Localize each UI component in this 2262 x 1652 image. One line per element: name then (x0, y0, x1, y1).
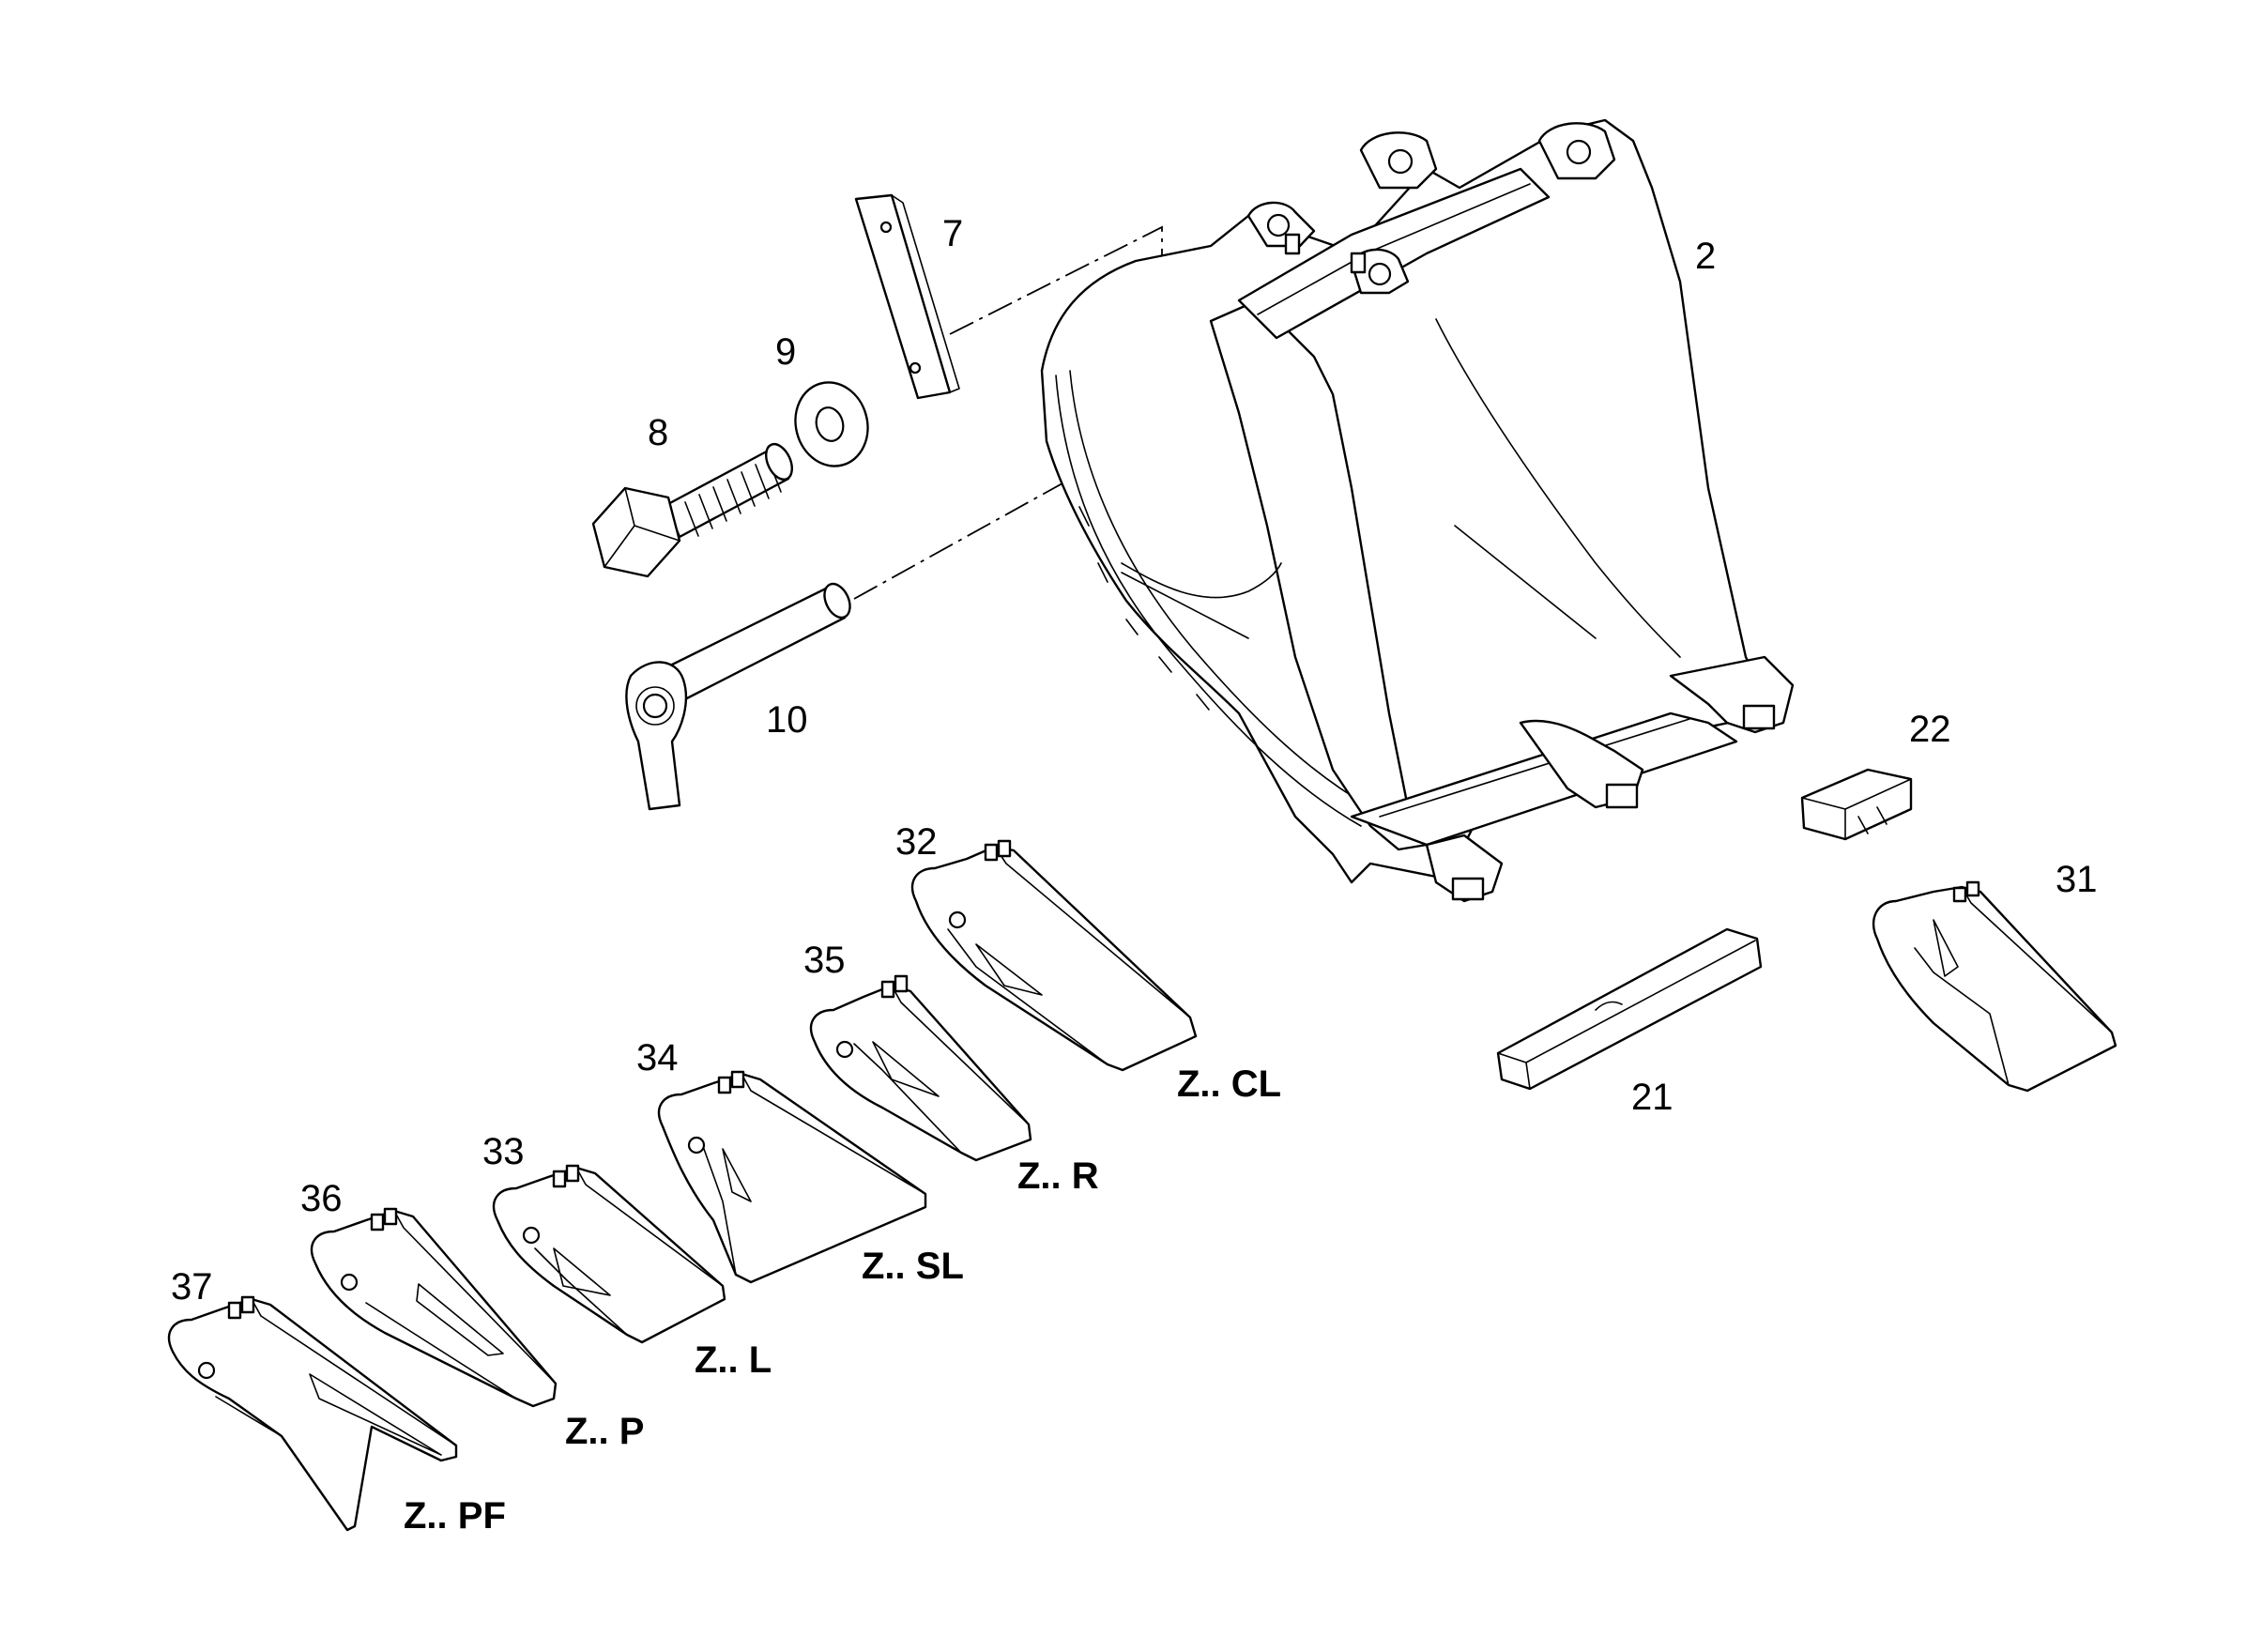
wear-strip-part (1496, 927, 1763, 1091)
lock-block-part (1800, 768, 1913, 841)
washer-part (794, 381, 869, 467)
tooth-35-part (809, 974, 1032, 1162)
callout-7: 7 (942, 213, 963, 254)
variant-label-sl: Z.. SL (862, 1246, 964, 1287)
bolt-part (591, 442, 793, 578)
callout-2: 2 (1695, 236, 1716, 277)
callout-9: 9 (775, 331, 796, 373)
variant-label-r: Z.. R (1017, 1155, 1099, 1197)
callout-36: 36 (300, 1178, 343, 1219)
tooth-32-part (910, 839, 1198, 1072)
callout-8: 8 (648, 412, 668, 453)
callout-10: 10 (766, 699, 808, 741)
retaining-plate-part (854, 193, 960, 400)
pin-part (625, 582, 851, 811)
tooth-31-part (1872, 880, 2117, 1093)
callout-21: 21 (1631, 1077, 1674, 1118)
callout-34: 34 (636, 1037, 679, 1078)
tooth-37-part (167, 1295, 458, 1532)
callout-33: 33 (482, 1131, 525, 1172)
callout-37: 37 (171, 1266, 213, 1308)
tooth-36-part (310, 1207, 558, 1408)
variant-label-cl: Z.. CL (1177, 1063, 1281, 1105)
tooth-34-part (657, 1070, 927, 1284)
callout-31: 31 (2056, 859, 2098, 900)
bucket-part (1040, 118, 1795, 903)
tooth-33-part (492, 1164, 726, 1344)
callout-32: 32 (895, 821, 938, 863)
variant-label-l: Z.. L (695, 1339, 772, 1381)
variant-label-pf: Z.. PF (404, 1495, 506, 1537)
variant-label-p: Z.. P (565, 1411, 644, 1452)
callout-22: 22 (1909, 709, 1951, 750)
callout-35: 35 (803, 940, 846, 981)
callouts: 2 7 9 8 10 22 31 21 32 35 34 33 36 37 (171, 213, 2098, 1308)
variant-labels: Z.. CL Z.. R Z.. SL Z.. L Z.. P Z.. PF (404, 1063, 1281, 1537)
